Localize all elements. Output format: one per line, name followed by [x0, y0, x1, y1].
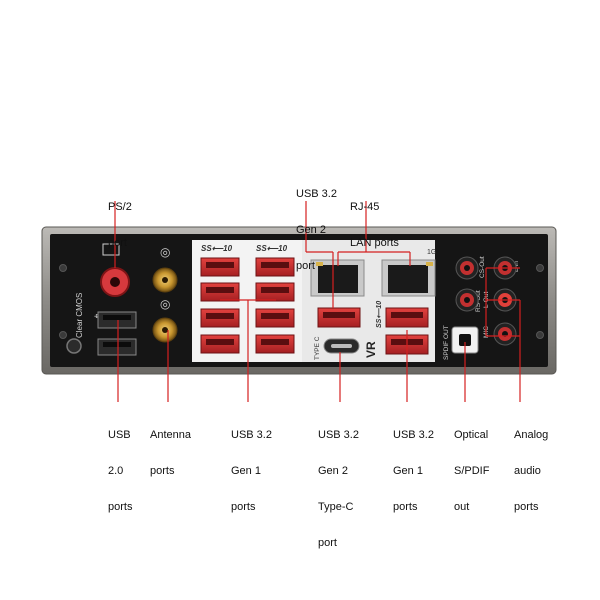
spdif-out-label: SPDIF OUT — [443, 325, 450, 360]
callout-usb-gen2-line3: port — [296, 260, 315, 272]
callout-usb20-line3: ports — [108, 501, 133, 513]
usb-gen1-port-tongue — [261, 339, 289, 345]
lan-port-led — [426, 262, 433, 266]
callout-optical-line1: Optical — [454, 429, 489, 441]
ss-logo: SS⟵10 — [256, 244, 288, 253]
callout-antenna-line1: Antenna — [150, 429, 191, 441]
callout-usb-typec-line4: port — [318, 537, 337, 549]
clear-cmos-button — [66, 338, 82, 354]
screw-hole — [59, 331, 67, 339]
usb-gen1-port-tongue — [206, 287, 234, 293]
callout-analog-line3: ports — [514, 501, 539, 513]
callout-usb-typec: USB 3.2 Gen 2 Type-C port — [318, 405, 359, 561]
usb20-port-tongue — [103, 342, 131, 347]
callout-usb-gen2-line1: USB 3.2 — [296, 188, 337, 200]
callout-usb-gen1-right: USB 3.2 Gen 1 ports — [393, 405, 434, 525]
callout-usb20-line1: USB — [108, 429, 131, 441]
usb-gen1-port-tongue — [206, 313, 234, 319]
usb-gen1-port-tongue — [206, 339, 234, 345]
callout-usb-typec-line1: USB 3.2 — [318, 429, 359, 441]
type-c-label: TYPE C — [314, 336, 321, 360]
usb20-port-tongue — [103, 315, 131, 320]
usb-gen1-port-tongue — [391, 312, 423, 318]
vr-ready-logo: VR — [364, 341, 378, 358]
callout-ps2: PS/2 port — [108, 177, 132, 261]
callout-rj45-line2: LAN ports — [350, 237, 399, 249]
usb-gen1-port-tongue — [206, 262, 234, 268]
callout-analog: Analog audio ports — [514, 405, 548, 525]
audio-jack-hole — [464, 265, 470, 271]
screw-hole — [59, 264, 67, 272]
callout-antenna: Antenna ports — [150, 405, 191, 489]
callout-usb-gen1-right-line1: USB 3.2 — [393, 429, 434, 441]
callout-usb20: USB 2.0 ports — [108, 405, 132, 525]
callout-usb-typec-line2: Gen 2 — [318, 465, 348, 477]
usb-gen1-port-tongue — [261, 313, 289, 319]
callout-antenna-line2: ports — [150, 465, 175, 477]
callout-usb20-line2: 2.0 — [108, 465, 124, 477]
ps2-port-center — [110, 277, 120, 287]
ss-logo: SS⟵10 — [376, 301, 383, 328]
callout-usb-gen2: USB 3.2 Gen 2 port — [296, 164, 337, 284]
rs-out-label: RS-Out — [475, 290, 482, 312]
callout-ps2-line2: port — [108, 237, 127, 249]
callout-usb-gen1-right-line2: Gen 1 — [393, 465, 423, 477]
cs-out-label: CS-Out — [479, 256, 486, 278]
callout-usb-gen1-right-line3: ports — [393, 501, 418, 513]
callout-rj45-line1: RJ-45 — [350, 201, 380, 213]
l-in-label: L-in — [513, 261, 520, 272]
ss-logo: SS⟵10 — [201, 244, 233, 253]
screw-hole — [536, 264, 544, 272]
callout-optical: Optical S/PDIF out — [454, 405, 489, 525]
audio-jack-hole — [464, 297, 470, 303]
usb-gen2-port-tongue — [323, 312, 355, 318]
callout-usb-gen1-left-line2: Gen 1 — [231, 465, 261, 477]
callout-rj45: RJ-45 LAN ports — [350, 177, 399, 261]
lan-port — [388, 265, 428, 293]
antenna-icon: ◎ — [160, 297, 170, 311]
antenna-port-core — [162, 327, 168, 333]
usb-gen1-port-tongue — [261, 287, 289, 293]
callout-optical-line3: out — [454, 501, 470, 513]
antenna-port-core — [162, 277, 168, 283]
usb-type-c-port-tongue — [331, 344, 352, 348]
ps2-icon — [102, 243, 120, 256]
screw-hole — [536, 331, 544, 339]
callout-usb-typec-line3: Type-C — [318, 501, 354, 513]
lan-port-led — [316, 262, 323, 266]
callout-analog-line1: Analog — [514, 429, 549, 441]
callout-usb-gen2-line2: Gen 2 — [296, 224, 326, 236]
callout-usb-gen1-left-line1: USB 3.2 — [231, 429, 272, 441]
callout-optical-line2: S/PDIF — [454, 465, 490, 477]
usb-gen1-port-tongue — [261, 262, 289, 268]
clear-cmos-label: Clear CMOS — [75, 293, 84, 338]
callout-usb-gen1-left: USB 3.2 Gen 1 ports — [231, 405, 272, 525]
antenna-icon: ◎ — [160, 245, 170, 259]
lan-speed-label: 1G — [427, 249, 436, 256]
lan-port — [318, 265, 358, 293]
callout-usb-gen1-left-line3: ports — [231, 501, 256, 513]
optical-spdif-port-inner — [459, 334, 471, 346]
callout-analog-line2: audio — [514, 465, 541, 477]
callout-ps2-line1: PS/2 — [108, 201, 132, 213]
